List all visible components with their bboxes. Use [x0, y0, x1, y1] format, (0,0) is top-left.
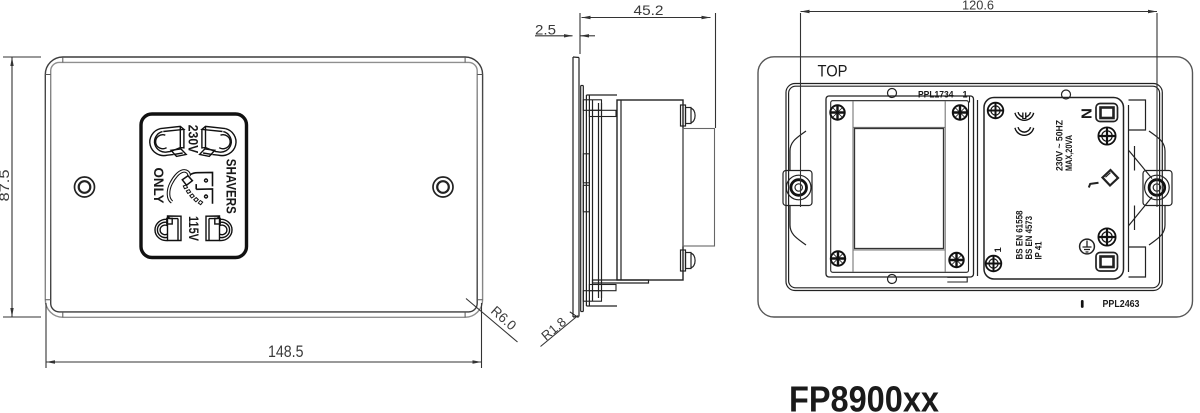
svg-text:ONLY: ONLY — [151, 168, 166, 204]
svg-text:230V: 230V — [186, 125, 201, 154]
svg-text:IP 41: IP 41 — [1034, 241, 1045, 260]
svg-text:2.5: 2.5 — [535, 23, 556, 38]
svg-text:R6.0: R6.0 — [488, 303, 519, 333]
svg-text:1: 1 — [963, 89, 968, 99]
svg-text:PPL2463: PPL2463 — [1103, 299, 1140, 310]
svg-text:FP8900xx: FP8900xx — [789, 379, 940, 413]
svg-text:45.2: 45.2 — [634, 3, 664, 18]
svg-text:PPL1734: PPL1734 — [918, 89, 954, 99]
svg-text:R1.8: R1.8 — [538, 314, 569, 343]
svg-text:MAX,20VA: MAX,20VA — [1064, 135, 1075, 171]
svg-text:230V ~ 50HZ: 230V ~ 50HZ — [1055, 120, 1066, 171]
svg-text:87.5: 87.5 — [0, 170, 12, 202]
svg-text:1: 1 — [993, 247, 1004, 253]
svg-text:115V: 115V — [186, 216, 201, 241]
svg-text:BS EN 61558: BS EN 61558 — [1015, 211, 1026, 260]
svg-text:TOP: TOP — [818, 62, 848, 81]
svg-text:N: N — [1079, 108, 1096, 119]
svg-text:BS EN 4573: BS EN 4573 — [1024, 216, 1035, 260]
svg-text:120.6: 120.6 — [962, 0, 994, 13]
svg-text:SHAVERS: SHAVERS — [224, 159, 239, 214]
svg-text:148.5: 148.5 — [268, 342, 304, 361]
